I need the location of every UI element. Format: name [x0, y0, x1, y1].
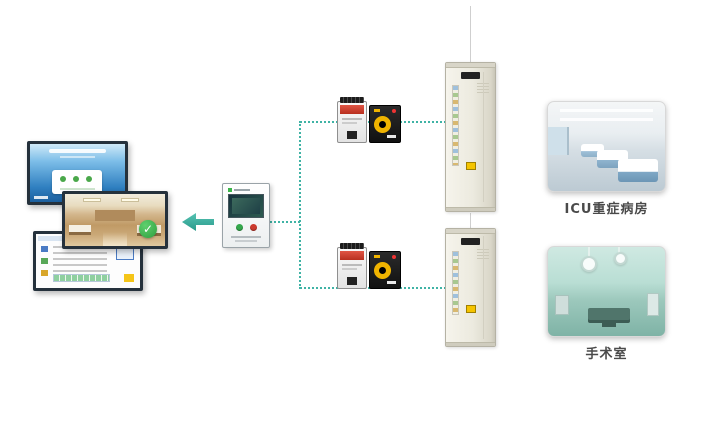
ats-terminals: [340, 243, 364, 249]
operating-table: [587, 307, 630, 320]
ceiling-light: [83, 198, 101, 202]
transformer-tag: [374, 109, 380, 112]
transformer-label-text: [387, 135, 396, 138]
operating-room-label: 手术室: [585, 347, 628, 362]
cabinet-vent: [477, 83, 489, 93]
icu-room-photo: [547, 101, 666, 192]
terminal-caption-text: [235, 240, 257, 242]
ward-bed: [69, 225, 91, 235]
sld-device-block: [41, 246, 48, 252]
toroid-ring-icon: [374, 262, 391, 279]
cabinet-base: [446, 342, 495, 346]
ats-switch-or: [337, 243, 367, 289]
sld-text-lines: [53, 246, 108, 276]
sld-alarm-block: [124, 274, 134, 282]
back-wall: [95, 209, 135, 222]
ats-label-text: [342, 264, 362, 266]
isolation-transformer-or: [369, 251, 401, 289]
ceiling-light-strip: [559, 109, 654, 113]
isolation-transformer-icu: [369, 105, 401, 143]
dotted-connector-spine: [299, 121, 301, 289]
hospital-bed: [618, 158, 658, 183]
transformer-indicator-light: [392, 109, 396, 113]
transformer-indicator-light: [392, 255, 396, 259]
figure-icon: [60, 176, 66, 182]
cabinet-base: [446, 207, 495, 211]
sld-device-block: [41, 270, 48, 276]
floor-highlight: [103, 232, 127, 246]
medical-equipment: [647, 293, 660, 317]
terminal-title-text: [234, 189, 250, 191]
ats-red-band: [340, 105, 364, 114]
ats-switch-icu: [337, 97, 367, 143]
dotted-connector-panel: [270, 221, 300, 223]
warning-sticker: [465, 161, 476, 170]
ats-handle: [347, 131, 357, 139]
surgical-light-arm: [587, 247, 590, 258]
ats-label-text: [342, 268, 358, 270]
dashboard-center-card: [52, 170, 102, 194]
dashboard-subtitle-text: [60, 156, 95, 158]
operating-room-photo: [547, 246, 666, 337]
medical-equipment: [555, 295, 570, 315]
sld-status-cells: [53, 274, 111, 282]
surgical-light: [580, 255, 597, 272]
sld-device-block: [41, 258, 48, 264]
cabinet-door-seam: [483, 236, 485, 339]
cabinet-door-seam: [483, 71, 485, 203]
success-check-icon: ✓: [139, 220, 157, 238]
figure-icon: [86, 176, 92, 182]
power-cabinet-or: [445, 228, 496, 347]
figure-icon: [73, 176, 79, 182]
left-arrow-icon: [182, 213, 214, 231]
ceiling-light-strip: [559, 118, 654, 122]
card-caption-bar: [59, 188, 95, 190]
warning-sticker: [465, 305, 476, 314]
dashboard-title-text: [49, 149, 106, 153]
cabinet-vent: [477, 249, 489, 259]
ats-red-band: [340, 251, 364, 260]
cabinet-top-cap: [446, 229, 495, 234]
ats-terminals: [340, 97, 364, 103]
cabinet-indicator-column: [452, 85, 459, 167]
brand-logo: [34, 196, 48, 199]
terminal-start-button: [236, 224, 243, 231]
transformer-tag: [374, 255, 380, 258]
cabinet-top-cap: [446, 63, 495, 68]
power-cabinet-icu: [445, 62, 496, 212]
ats-label-text: [342, 122, 358, 124]
surgical-light: [613, 252, 627, 266]
surgical-light-arm: [618, 247, 621, 255]
transformer-label-text: [387, 281, 396, 284]
ats-label-text: [342, 118, 362, 120]
power-feed-line-icu: [470, 6, 471, 62]
power-feed-line-or: [470, 213, 471, 228]
cabinet-display: [460, 238, 481, 245]
cabinet-display: [460, 72, 481, 79]
terminal-stop-button: [250, 224, 257, 231]
ats-handle: [347, 277, 357, 285]
terminal-logo-icon: [228, 188, 232, 192]
terminal-display: [228, 194, 264, 218]
toroid-ring-icon: [374, 116, 391, 133]
icu-room-label: ICU重症病房: [564, 202, 649, 217]
terminal-caption-text: [231, 236, 261, 238]
ward-window: [548, 126, 570, 156]
monitoring-terminal: [222, 183, 270, 248]
ceiling-light: [121, 198, 139, 202]
cabinet-indicator-column: [452, 251, 459, 316]
operating-table-base: [601, 320, 616, 328]
